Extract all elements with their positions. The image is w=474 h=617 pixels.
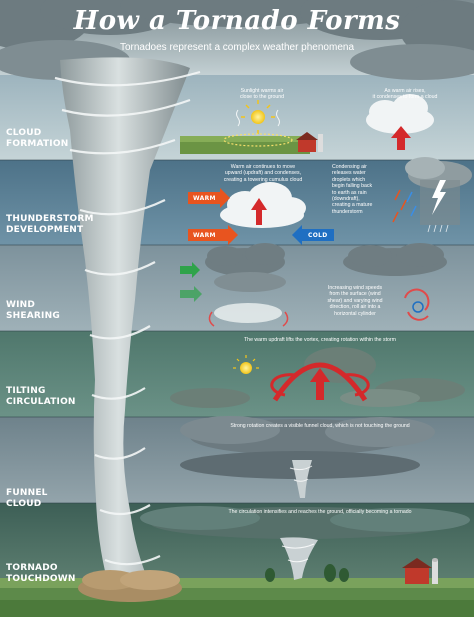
tilting-sun-icon bbox=[233, 355, 259, 374]
stage3-illustration bbox=[180, 243, 447, 327]
page-title: How a Tornado Forms bbox=[73, 6, 401, 36]
stage6-illustration bbox=[140, 506, 470, 584]
stage1-illustration bbox=[180, 94, 434, 154]
cold-tag: COLD bbox=[308, 232, 328, 239]
lightning-icon bbox=[432, 180, 446, 215]
warm-arrow-bottom-icon bbox=[188, 225, 238, 245]
caption-cumulus: Warm air continues to move upward (updra… bbox=[223, 164, 303, 183]
wind-arrow-2-icon bbox=[180, 286, 202, 302]
stage5-illustration bbox=[180, 416, 435, 498]
vortex-updraft-arrow-icon bbox=[310, 368, 330, 400]
page-subtitle: Tornadoes represent a complex weather ph… bbox=[119, 42, 355, 53]
debris-pile-icon bbox=[78, 570, 182, 602]
sun-icon bbox=[241, 100, 275, 134]
cold-arrow-icon bbox=[292, 225, 334, 245]
mature-storm-icon bbox=[405, 157, 472, 225]
shear-cloud-icon bbox=[205, 243, 286, 292]
barn-icon bbox=[296, 132, 323, 152]
stage-label-touchdown: Tornado Touchdown bbox=[6, 563, 76, 584]
warm-arrow-top-icon bbox=[188, 188, 230, 208]
right-storm-cloud-icon bbox=[343, 243, 447, 276]
updraft-arrow-icon bbox=[391, 126, 411, 150]
funnel-cloud-icon bbox=[292, 460, 312, 498]
small-tornado-icon bbox=[280, 537, 318, 580]
top-storm-clouds bbox=[0, 0, 474, 80]
caption-touchdown: The circulation intensifies and reaches … bbox=[228, 509, 412, 515]
caption-sunlight: Sunlight warms air close to the ground bbox=[239, 88, 285, 101]
caption-shear: Increasing wind speeds from the surface … bbox=[327, 285, 383, 317]
trees-icon bbox=[265, 564, 349, 582]
rising-cloud-icon bbox=[366, 94, 434, 134]
stage-label-wind-shearing: Wind Shearing bbox=[6, 300, 60, 321]
horizontal-cylinder-icon bbox=[214, 303, 282, 323]
stage-label-tilting: Tilting Circulation bbox=[6, 386, 76, 407]
warm-tag-bottom: WARM bbox=[193, 232, 216, 239]
rotation-arrows-icon bbox=[404, 288, 430, 321]
stage-label-cloud-formation: Cloud Formation bbox=[6, 128, 69, 149]
rain-icon bbox=[392, 189, 407, 223]
stage2-illustration bbox=[188, 157, 472, 245]
stage4-illustration bbox=[170, 347, 465, 408]
touchdown-cloud-icon bbox=[140, 506, 470, 539]
caption-downdraft: Condensing air releases water droplets w… bbox=[332, 164, 373, 215]
caption-funnel: Strong rotation creates a visible funnel… bbox=[230, 423, 410, 429]
updraft-arrow-icon-2 bbox=[251, 198, 267, 225]
caption-tilting: The warm updraft lifts the vortex, creat… bbox=[244, 337, 396, 343]
wind-arrow-1-icon bbox=[180, 262, 200, 278]
warm-tag-top: WARM bbox=[193, 195, 216, 202]
touchdown-barn-icon bbox=[402, 558, 438, 584]
stage-label-thunderstorm: Thunderstorm Development bbox=[6, 214, 94, 235]
stage-label-funnel-cloud: Funnel Cloud bbox=[6, 488, 48, 509]
caption-air-rises: As warm air rises, it condenses to form … bbox=[372, 88, 438, 101]
main-tornado-icon bbox=[54, 57, 201, 591]
